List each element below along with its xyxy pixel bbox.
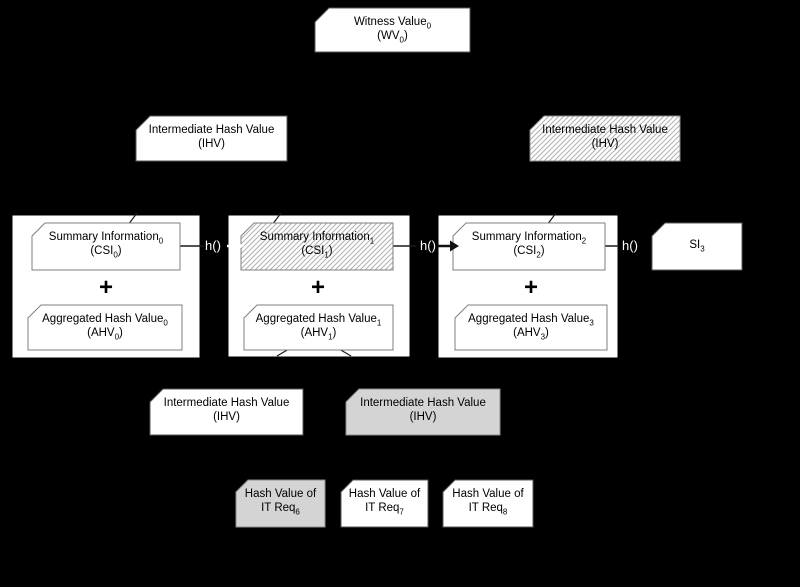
witness-value-box xyxy=(314,7,471,53)
csi1-label: Summary Information1 (CSI1) xyxy=(259,231,375,259)
req6-label: Hash Value of IT Req6 xyxy=(244,488,317,516)
ihv-low-mid-label: Intermediate Hash Value (IHV) xyxy=(360,397,486,423)
ahv0-label: Aggregated Hash Value0 (AHV0) xyxy=(42,313,168,341)
plus-sign-group2: + xyxy=(523,274,538,301)
csi2-box xyxy=(452,222,606,271)
ihv-top-right-label: Intermediate Hash Value (IHV) xyxy=(542,124,668,150)
hash-fn-label-0: h() xyxy=(205,238,221,253)
csi0-box xyxy=(31,222,181,271)
ahv1-label: Aggregated Hash Value1 (AHV1) xyxy=(255,313,382,341)
ihv-low-left-box xyxy=(149,388,304,436)
csi0-label: Summary Information0 (CSI0) xyxy=(48,231,164,259)
req7-label: Hash Value of IT Req7 xyxy=(348,488,421,516)
ahv3-label: Aggregated Hash Value3 (AHV3) xyxy=(468,313,594,341)
h0-arrow-head xyxy=(235,240,244,252)
req6-box xyxy=(235,479,326,528)
plus-sign-group0: + xyxy=(98,274,113,301)
ahv0-box xyxy=(27,304,183,351)
ihv-low-left-label: Intermediate Hash Value (IHV) xyxy=(163,397,290,423)
req8-label: Hash Value of IT Req8 xyxy=(452,488,524,516)
hash-fn-label-1: h() xyxy=(420,238,436,253)
h1-arrow-head xyxy=(450,240,459,252)
req7-box xyxy=(340,479,429,528)
si3-box xyxy=(651,222,743,271)
ihv-top-right-box xyxy=(529,115,681,162)
hash-fn-label-2: h() xyxy=(622,238,638,253)
witness-value-label: Witness Value0 (WV0) xyxy=(353,16,432,44)
ahv3-box xyxy=(454,304,608,351)
si3-label: SI3 xyxy=(689,239,705,254)
ihv-low-mid-box xyxy=(345,388,501,436)
csi1-box xyxy=(240,222,394,271)
req8-box xyxy=(442,479,534,528)
ihv-top-left-box xyxy=(135,115,288,162)
plus-sign-group1: + xyxy=(310,274,325,301)
csi2-label: Summary Information2 (CSI2) xyxy=(471,231,587,259)
ahv1-box xyxy=(243,304,394,351)
ihv-top-left-label: Intermediate Hash Value (IHV) xyxy=(148,124,275,150)
